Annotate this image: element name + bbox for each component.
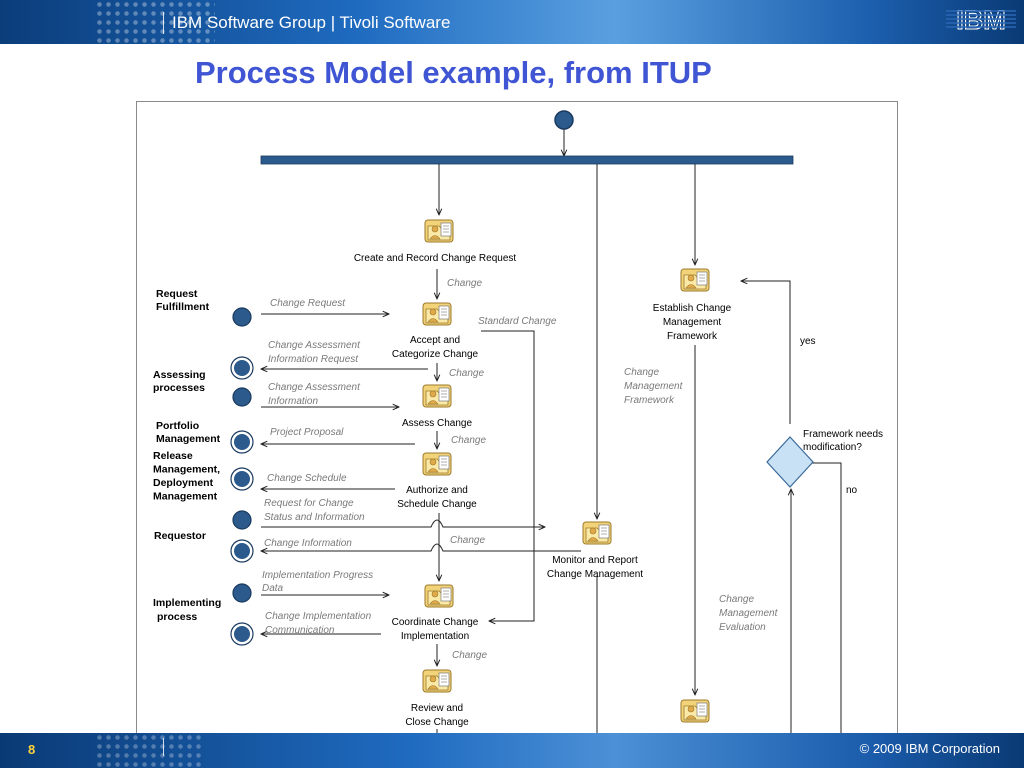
actor-node-ring (230, 356, 254, 380)
actor-node (234, 543, 250, 559)
activity-icon (582, 521, 612, 545)
header-group-title: IBM Software Group | Tivoli Software (172, 13, 451, 32)
activity-icon (424, 584, 454, 608)
fork-bar (260, 155, 794, 165)
flow-label: Change Request (270, 298, 346, 309)
actor-node-ring (230, 467, 254, 491)
flow-labels: Change Change Request Standard Change Ch… (262, 278, 779, 661)
activity-icon (422, 384, 452, 408)
activity-assess-change: Assess Change (402, 418, 472, 429)
actor-node-ring (230, 430, 254, 454)
actor-node (234, 360, 250, 376)
footer-bar: 8 © 2009 IBM Corporation (0, 733, 1024, 768)
actor-node (232, 307, 252, 327)
header-separator (163, 12, 164, 34)
activity-icon (422, 302, 452, 326)
activity-icon (680, 268, 710, 292)
copyright: © 2009 IBM Corporation (859, 741, 1000, 756)
start-node (554, 110, 574, 130)
activity-icon (422, 669, 452, 693)
decision-diamond (766, 436, 814, 488)
header-dot-pattern (95, 0, 215, 44)
flow-label: Standard Change (478, 316, 557, 327)
flow-label: Change (449, 368, 484, 379)
actor-node (232, 583, 252, 603)
flow-label: Change (447, 278, 482, 289)
ibm-logo-text: IBM (956, 5, 1006, 35)
actor-node-ring (230, 539, 254, 563)
flow-label: Project Proposal (270, 427, 344, 438)
actor-nodes (230, 307, 254, 646)
decision-no-label: no (846, 485, 858, 496)
footer-dot-pattern (95, 733, 205, 768)
ibm-logo-stripes (946, 10, 1016, 28)
slide-title: Process Model example, from ITUP (195, 55, 712, 90)
activity-icon (422, 452, 452, 476)
activity-icon (424, 219, 454, 243)
activity-icon (680, 699, 710, 723)
activity-labels: Create and Record Change Request Accept … (354, 253, 732, 728)
actor-node-ring (230, 622, 254, 646)
footer-separator (163, 738, 164, 756)
flow-label: Change Information (264, 538, 352, 549)
activity-create-record-change-request: Create and Record Change Request (354, 253, 517, 264)
actor-node (232, 387, 252, 407)
connectors (261, 164, 842, 734)
activity-icons (422, 219, 710, 723)
flow-label: Change (452, 650, 487, 661)
header-bar: IBM Software Group | Tivoli Software IBM (0, 0, 1024, 44)
ibm-logo: IBM (946, 5, 1016, 35)
actor-node (234, 471, 250, 487)
page-number: 8 (28, 742, 36, 757)
flow-label: Change (451, 435, 486, 446)
actor-node (234, 626, 250, 642)
actor-node (232, 510, 252, 530)
flow-label: Change (450, 535, 485, 546)
actor-label-requestor: Requestor (154, 530, 206, 542)
flow-label: Change Schedule (267, 473, 347, 484)
decision-yes-label: yes (800, 336, 816, 347)
actor-node (234, 434, 250, 450)
